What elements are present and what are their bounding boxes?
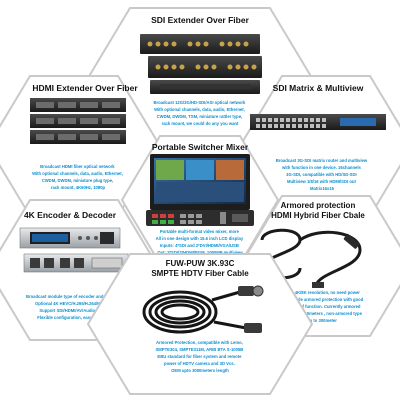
armored-title-line2: HDMI Hybrid Fiber Cbale — [271, 211, 365, 220]
smpte-desc: Armored Protection, compatible with Lemo… — [156, 340, 245, 373]
encoder-title: 4K Encoder & Decoder — [24, 210, 117, 220]
smpte-cable-image — [142, 285, 264, 334]
hex-hdmi-extender[interactable]: HDMI Extender Over Fiber Broadcast HDMI … — [0, 75, 162, 217]
hdmi-extender-image — [30, 98, 126, 144]
sdi-matrix-desc: Broadcast 3G-SDI matrix router and multi… — [276, 158, 369, 191]
sdi-matrix-title: SDI Matrix & Multiview — [273, 83, 364, 93]
encoder-image — [19, 227, 129, 273]
smpte-title-line1: FUW-PUW 3K.93C — [166, 259, 235, 268]
hdmi-extender-desc: Broadcast HDMI fiber optical network Wit… — [32, 164, 124, 190]
sdi-matrix-image — [250, 114, 386, 130]
armored-title-line1: Armored protection — [281, 201, 356, 210]
sdi-extender-image — [140, 34, 262, 94]
switcher-desc: Portable multi-format video mixer, more … — [156, 229, 245, 255]
hdmi-extender-title: HDMI Extender Over Fiber — [32, 83, 138, 93]
switcher-image — [146, 154, 254, 226]
switcher-title: Portable Switcher Mixer — [152, 142, 249, 152]
sdi-extender-desc: Broadcast 12G/3G/HD-SDI/ASI optical netw… — [153, 100, 246, 126]
hex-smpte-cable[interactable]: FUW-PUW 3K.93C SMPTE HDTV Fiber Cable Ar… — [86, 253, 314, 395]
hex-switcher[interactable]: Portable Switcher Mixer Portable multi — [120, 135, 280, 265]
sdi-extender-title: SDI Extender Over Fiber — [151, 15, 249, 25]
armored-desc: HDMI 4K/8K resolution, no need power Ste… — [280, 290, 365, 323]
encoder-desc: Broadcast module type of encoder and dec… — [26, 294, 122, 320]
smpte-title-line2: SMPTE HDTV Fiber Cable — [151, 269, 249, 278]
